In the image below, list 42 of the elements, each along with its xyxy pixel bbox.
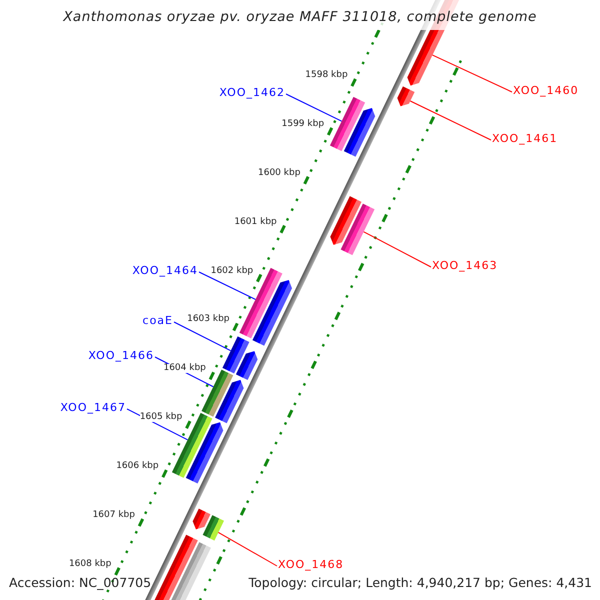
- gene-feature: [330, 196, 362, 245]
- gene-label: XOO_1466: [88, 350, 154, 360]
- scale-label: 1606 kbp: [116, 462, 159, 472]
- leader-line: [286, 94, 342, 122]
- gene-label: XOO_1462: [219, 86, 285, 98]
- scale-label: 1598 kbp: [305, 71, 348, 80]
- gene-label: XOO_1464: [132, 264, 198, 276]
- gene-label: XOO_1461: [492, 132, 558, 144]
- scale-label: 1601 kbp: [234, 218, 277, 227]
- leader-line: [363, 231, 432, 268]
- scale-label: 1603 kbp: [187, 315, 230, 324]
- gene-feature: [397, 86, 415, 106]
- leader-line: [410, 100, 492, 140]
- gene-feature: [186, 422, 224, 484]
- scale-label: 1599 kbp: [282, 120, 324, 129]
- scale-label: 1605 kbp: [140, 413, 182, 422]
- cds-segment: [340, 204, 375, 256]
- scale-label: 1600 kbp: [258, 168, 300, 178]
- gene-feature: [215, 380, 244, 424]
- leader-line: [198, 272, 256, 300]
- scale-label: 1608 kbp: [68, 560, 112, 569]
- scale-label: 1607 kbp: [92, 511, 135, 520]
- gene-label: XOO_1463: [432, 260, 498, 270]
- gene-label: XOO_1468: [278, 558, 344, 570]
- cds-segment: [222, 336, 250, 374]
- gene-label: XOO_1460: [513, 84, 579, 96]
- gene-feature: [252, 280, 292, 346]
- scale-label: 1604 kbp: [163, 364, 206, 374]
- leader-line: [432, 54, 512, 92]
- info-text: Topology: circular; Length: 4,940,217 bp; Genes: 4,431: [248, 576, 592, 590]
- scale-label: 1602 kbp: [210, 266, 254, 276]
- gene-feature: [344, 108, 376, 157]
- leader-line: [218, 532, 278, 566]
- cds-segment: [202, 515, 224, 541]
- cds-segment: [330, 96, 366, 152]
- gene-feature: [192, 508, 210, 530]
- title: Xanthomonas oryzae pv. oryzae MAFF 311018, complete genome: [62, 11, 538, 24]
- gene-feature: [236, 351, 258, 380]
- cds-segment: [239, 268, 282, 338]
- info-text: Accession: NC_007705: [9, 576, 152, 590]
- gene-label: XOO_1467: [60, 402, 126, 412]
- gene-label: coaE: [142, 314, 173, 326]
